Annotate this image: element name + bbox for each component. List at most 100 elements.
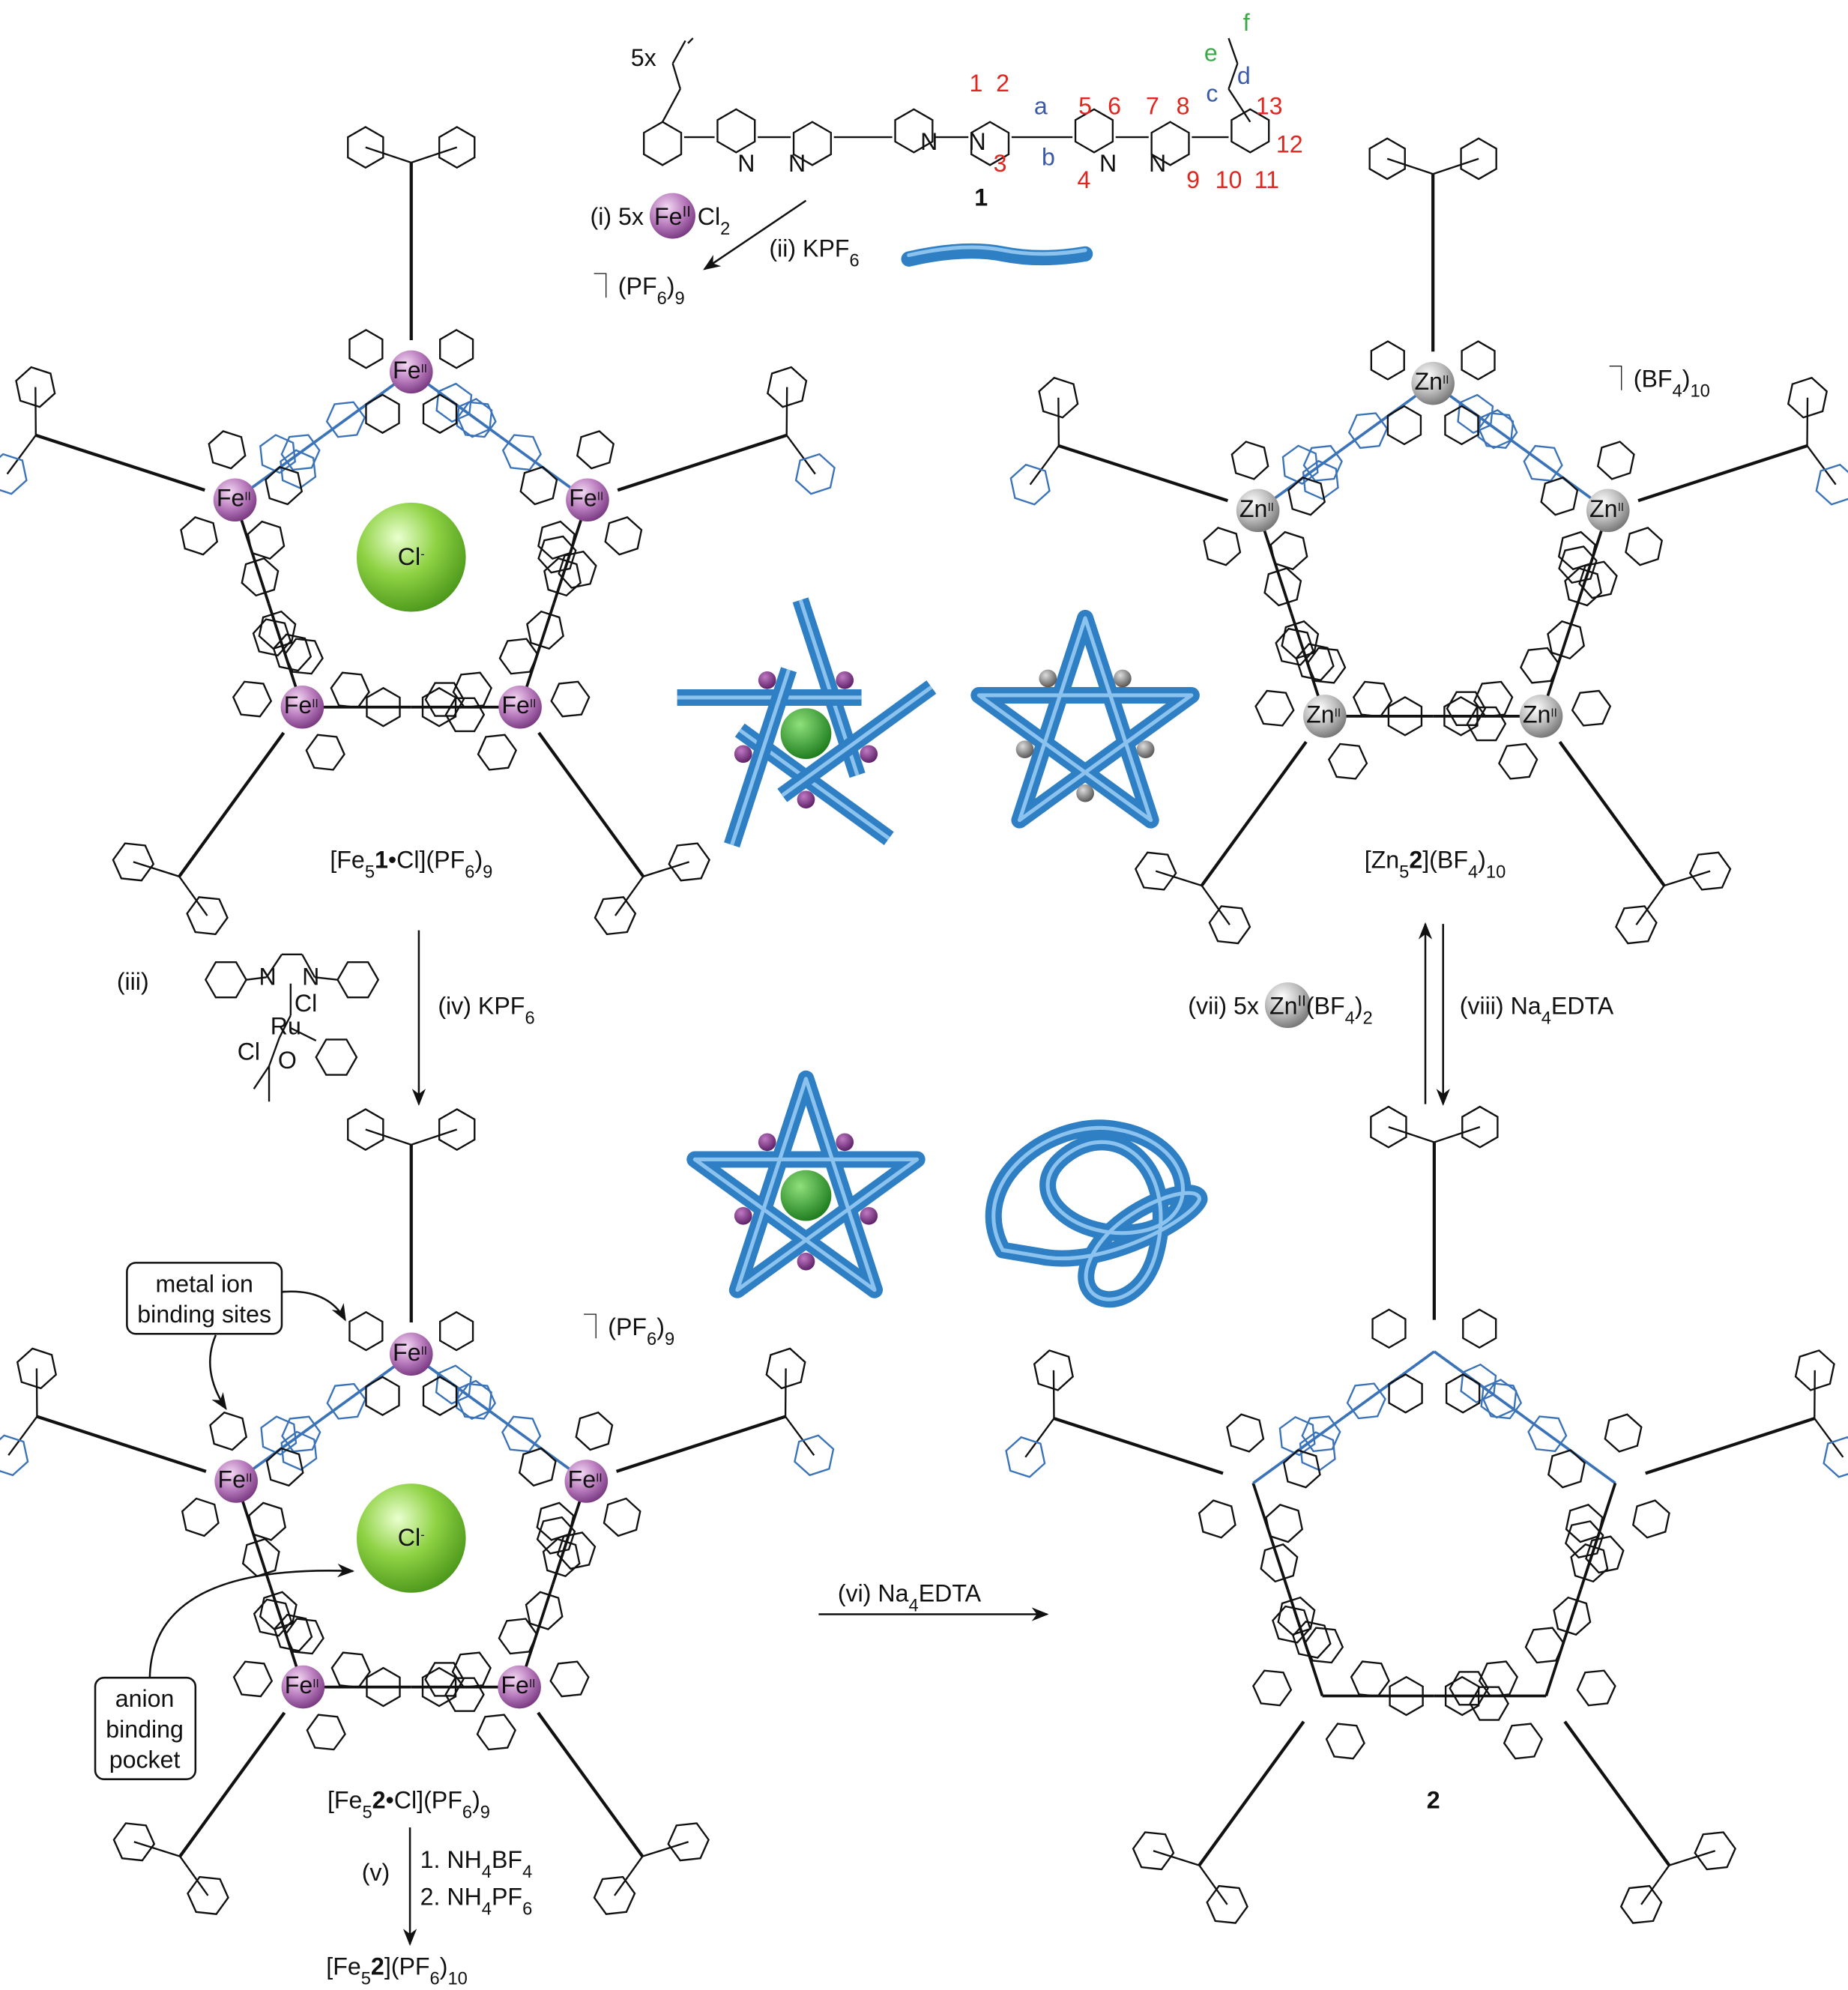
compound-2-molecular-knot bbox=[1005, 1105, 1848, 1924]
atom-number-8: 8 bbox=[1177, 93, 1190, 120]
aromatic-ring bbox=[1564, 567, 1603, 607]
bond bbox=[314, 976, 338, 981]
atom-number-3: 3 bbox=[994, 150, 1007, 177]
aromatic-ring bbox=[767, 366, 808, 408]
oxygen-label: O bbox=[278, 1047, 297, 1074]
atom-number-9: 9 bbox=[1186, 166, 1200, 193]
aromatic-ring bbox=[1370, 340, 1405, 381]
callout-anion-binding-pocket: anion binding pocket bbox=[94, 1676, 197, 1780]
aromatic-ring bbox=[1198, 1499, 1236, 1539]
nitrogen-label: N bbox=[1099, 150, 1117, 177]
aromatic-ring bbox=[1547, 620, 1586, 660]
aromatic-ring bbox=[1275, 627, 1314, 666]
zn-metal-center-icon bbox=[1411, 361, 1455, 405]
zn-ion-icon bbox=[1039, 669, 1057, 688]
ruthenium-label: Ru bbox=[271, 1013, 301, 1040]
aromatic-ring bbox=[1352, 680, 1393, 718]
aromatic-ring bbox=[1350, 1660, 1390, 1698]
zn-ion-icon bbox=[1015, 740, 1034, 759]
aromatic-ring bbox=[1306, 647, 1347, 684]
spoke-bond bbox=[1645, 1417, 1815, 1475]
fe-ion-icon bbox=[758, 1133, 776, 1152]
aromatic-ring bbox=[1033, 1349, 1074, 1391]
aromatic-ring bbox=[1466, 706, 1507, 742]
chloride-label: Cl- bbox=[398, 543, 425, 570]
chain-letter-a: a bbox=[1034, 93, 1048, 120]
aromatic-ring bbox=[1547, 1449, 1586, 1489]
aromatic-ring bbox=[1278, 1415, 1316, 1457]
aromatic-ring bbox=[1625, 527, 1664, 566]
fe-ion-icon bbox=[836, 1133, 854, 1152]
aromatic-ring bbox=[365, 1376, 400, 1416]
nitrogen-label: N bbox=[969, 128, 986, 155]
aromatic-ring bbox=[336, 961, 380, 999]
aromatic-ring bbox=[643, 121, 683, 166]
aromatic-ring bbox=[1302, 459, 1339, 500]
aromatic-ring bbox=[232, 1660, 274, 1698]
aromatic-ring bbox=[550, 680, 591, 718]
aromatic-ring bbox=[0, 453, 28, 495]
callout-text: binding sites bbox=[137, 1301, 271, 1328]
bond bbox=[301, 954, 316, 978]
atom-number-12: 12 bbox=[1276, 130, 1303, 157]
zn-metal-center-icon bbox=[1586, 489, 1630, 533]
spoke-bond bbox=[615, 1415, 786, 1473]
chlorine-label: Cl bbox=[295, 990, 317, 1017]
knot-cartoons bbox=[677, 597, 1208, 1308]
spoke-bond bbox=[1058, 444, 1228, 503]
aromatic-ring bbox=[1524, 1627, 1565, 1664]
fe-metal-center-icon bbox=[213, 478, 257, 522]
spoke-bond bbox=[1200, 740, 1308, 887]
aromatic-ring bbox=[1688, 851, 1732, 891]
closed-pentafoil-cartoon-fe-cl bbox=[686, 1070, 925, 1298]
aromatic-ring bbox=[280, 449, 317, 489]
aromatic-ring bbox=[1444, 405, 1479, 446]
bond bbox=[1386, 157, 1434, 175]
tube-highlight bbox=[907, 245, 1087, 258]
aromatic-ring bbox=[1815, 463, 1848, 506]
aromatic-ring bbox=[1615, 905, 1658, 945]
aromatic-ring bbox=[1576, 1669, 1616, 1707]
bond bbox=[1029, 445, 1060, 486]
step-v-2-label: 2. NH4PF6 bbox=[420, 1883, 533, 1919]
aromatic-ring bbox=[422, 1376, 458, 1416]
bond bbox=[671, 63, 681, 90]
step-iv-label: (iv) KPF6 bbox=[438, 992, 534, 1028]
aromatic-ring bbox=[1461, 1105, 1499, 1149]
aromatic-ring bbox=[280, 434, 321, 471]
nitrogen-label: N bbox=[259, 963, 277, 990]
aromatic-ring bbox=[1386, 405, 1422, 446]
aromatic-ring bbox=[1388, 1373, 1423, 1414]
bond bbox=[7, 1415, 38, 1457]
bond bbox=[253, 1065, 271, 1089]
aromatic-ring bbox=[536, 1501, 575, 1541]
fe-metal-center-icon bbox=[389, 350, 433, 394]
atom-number-4: 4 bbox=[1077, 166, 1090, 193]
aromatic-ring bbox=[556, 1531, 597, 1570]
aromatic-ring bbox=[1557, 530, 1596, 571]
spoke-bond bbox=[537, 731, 645, 878]
aromatic-ring bbox=[421, 686, 457, 728]
nitrogen-label: N bbox=[737, 150, 755, 177]
bond bbox=[1388, 1126, 1435, 1143]
callout-arrow-metal-2 bbox=[209, 1334, 227, 1411]
aromatic-ring bbox=[1564, 1520, 1604, 1558]
bond bbox=[1201, 885, 1231, 925]
complex-fe5-2-cl-label: [Fe52•Cl](PF6)9 bbox=[327, 1787, 490, 1823]
fe-metal-center-icon bbox=[281, 1665, 325, 1709]
bond bbox=[1155, 870, 1202, 887]
aromatic-ring bbox=[347, 1108, 384, 1151]
bond bbox=[785, 435, 816, 475]
bond bbox=[643, 861, 689, 877]
aromatic-ring bbox=[348, 1310, 384, 1352]
aromatic-ring bbox=[1585, 1535, 1625, 1574]
fe-metal-center-icon bbox=[389, 1332, 433, 1376]
aromatic-ring bbox=[259, 434, 297, 474]
aromatic-ring bbox=[1299, 1431, 1336, 1472]
aromatic-ring bbox=[325, 401, 366, 438]
bond bbox=[133, 861, 180, 877]
